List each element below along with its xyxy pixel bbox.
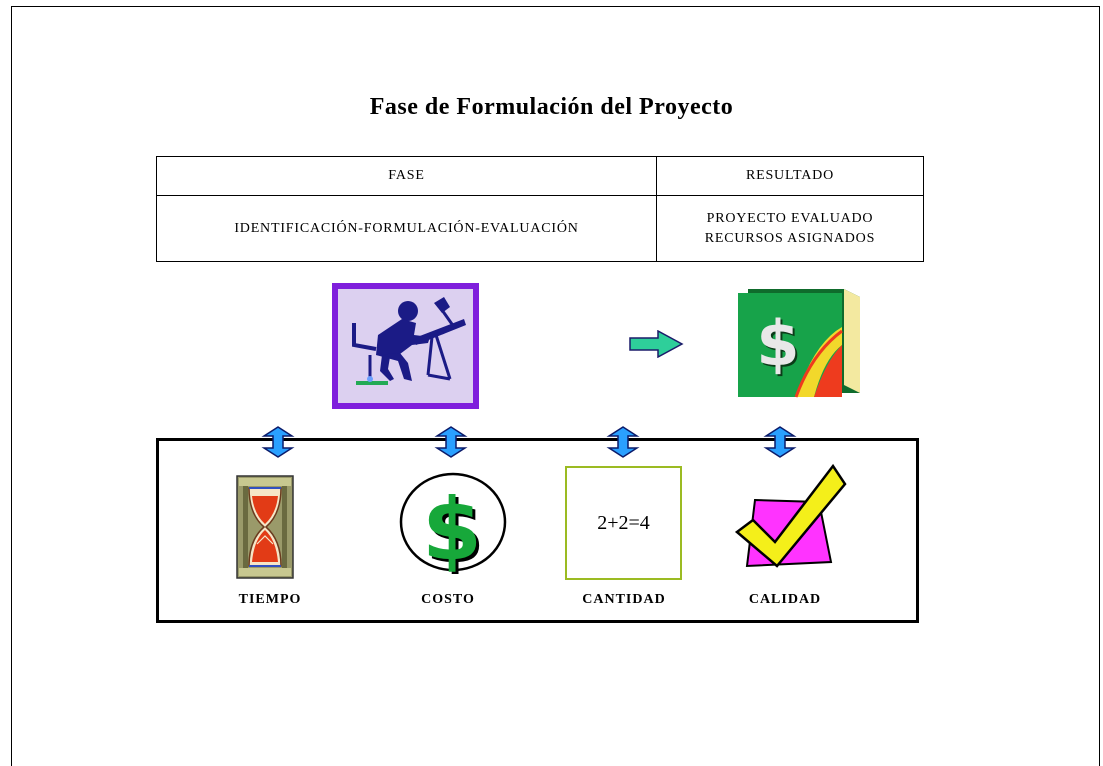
dollar-book-icon: $ $ xyxy=(738,289,860,398)
double-arrow-icon xyxy=(763,426,797,458)
table-row: IDENTIFICACIÓN-FORMULACIÓN-EVALUACIÓN PR… xyxy=(156,195,924,262)
factors-box xyxy=(156,438,919,623)
result-line: RECURSOS ASIGNADOS xyxy=(704,230,876,246)
checkmark-icon xyxy=(735,463,847,568)
phase-cell: IDENTIFICACIÓN-FORMULACIÓN-EVALUACIÓN xyxy=(156,195,657,262)
header-resultado: RESULTADO xyxy=(656,156,924,196)
page-title: Fase de Formulación del Proyecto xyxy=(369,94,734,120)
svg-text:$: $ xyxy=(425,483,485,574)
result-line: PROYECTO EVALUADO xyxy=(706,210,874,226)
double-arrow-icon xyxy=(261,426,295,458)
factor-label-cantidad: CANTIDAD xyxy=(582,592,666,607)
factor-label-tiempo: TIEMPO xyxy=(238,592,302,607)
double-arrow-icon xyxy=(434,426,468,458)
hourglass-icon xyxy=(236,475,294,579)
svg-text:$: $ xyxy=(756,307,799,380)
phase-table: FASE RESULTADO IDENTIFICACIÓN-FORMULACIÓ… xyxy=(156,156,924,262)
factor-label-costo: COSTO xyxy=(421,592,475,607)
person-at-drafting-table-icon xyxy=(332,283,479,409)
svg-text:$: $ xyxy=(758,309,801,382)
double-arrow-icon xyxy=(606,426,640,458)
result-cell: PROYECTO EVALUADO RECURSOS ASIGNADOS xyxy=(656,195,924,262)
svg-text:$: $ xyxy=(422,480,482,574)
table-header-row: FASE RESULTADO xyxy=(156,156,924,196)
factor-label-calidad: CALIDAD xyxy=(748,592,822,607)
dollar-coin-icon: $ $ xyxy=(399,472,507,574)
arrow-right-icon xyxy=(629,330,684,358)
math-equation-text: 2+2=4 xyxy=(597,511,650,534)
header-fase: FASE xyxy=(156,156,657,196)
math-equation-icon: 2+2=4 xyxy=(565,466,682,580)
slide-frame xyxy=(11,6,1100,766)
